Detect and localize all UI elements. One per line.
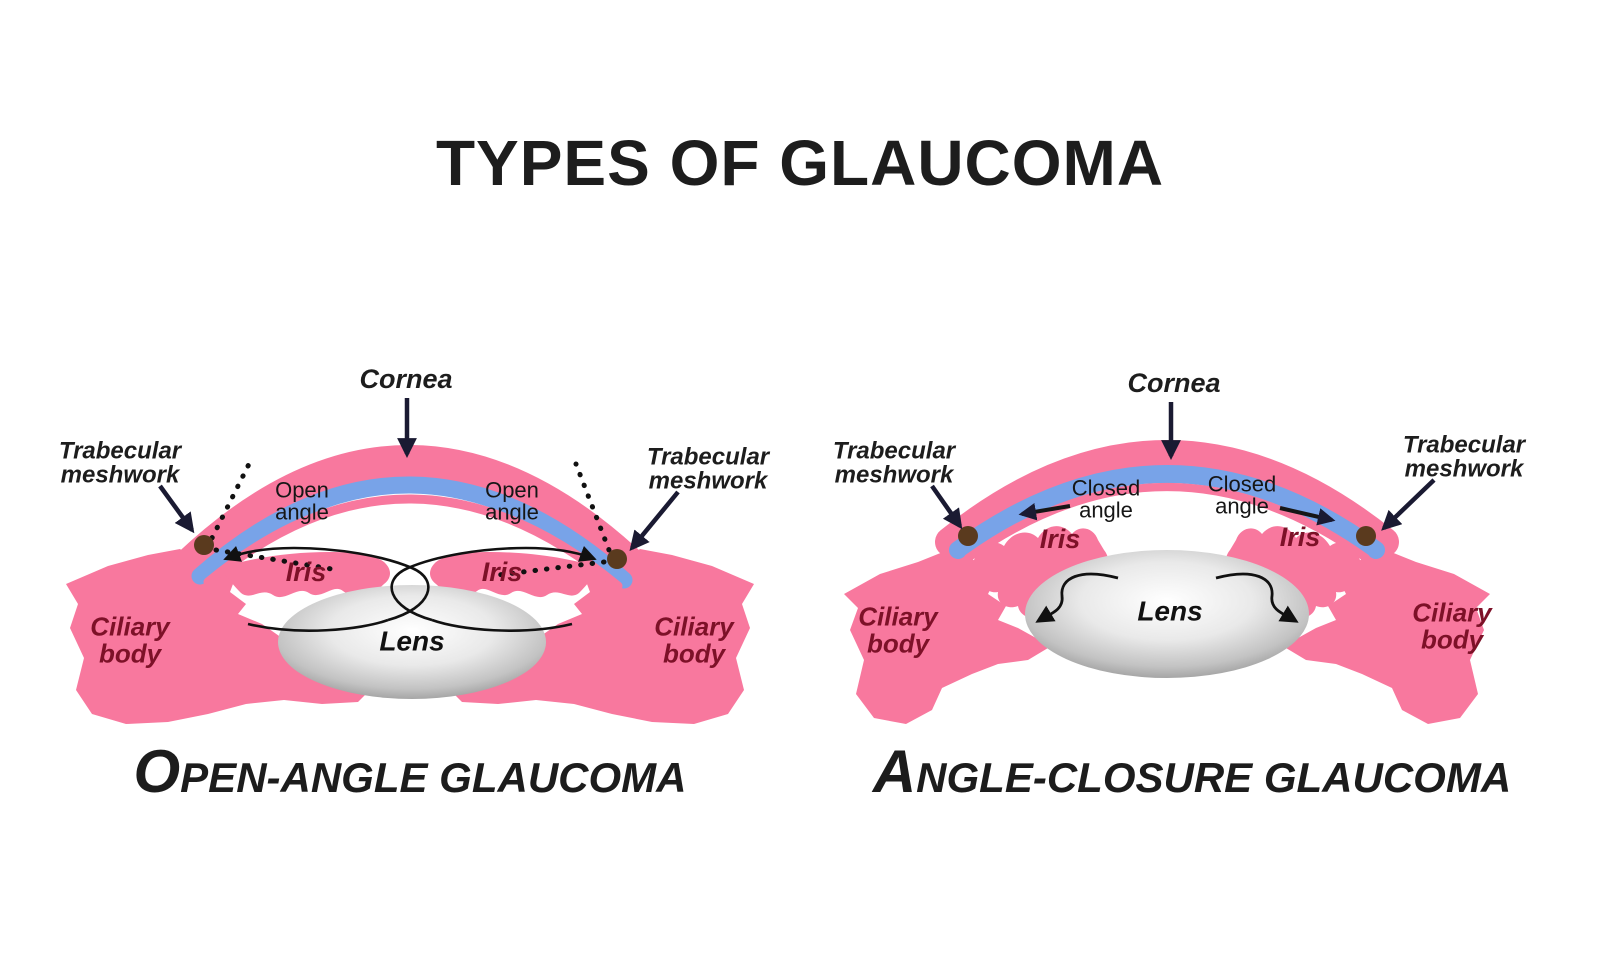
angle-closure-diagram: Cornea Trabecular meshwork Trabecular me… (822, 352, 1562, 752)
lens-label: Lens (1137, 595, 1203, 627)
cornea-inner-rim (964, 483, 1370, 562)
trabecular-meshwork-dot-right (1356, 526, 1376, 546)
trabecular-label-arrow-right (629, 490, 680, 552)
open-angle-dotted-line-left-upper (209, 459, 253, 541)
ciliary-body-label-right: Ciliary body (654, 611, 734, 668)
iris-right-shape (430, 552, 600, 598)
lens-shape (1025, 550, 1309, 678)
ciliary-body-left-shape (66, 542, 372, 724)
trabecular-label-arrow-right (1381, 478, 1436, 531)
ciliary-body-right-shape (1286, 544, 1490, 724)
open-angle-label-right: Open angle (485, 477, 539, 525)
open-angle-caption: OPEN-ANGLE GLAUCOMA (133, 738, 687, 805)
iris-left-shape (220, 552, 390, 598)
page-title: TYPES OF GLAUCOMA (435, 127, 1165, 199)
iris-label-left: Iris (285, 557, 327, 588)
open-angle-dotted-line-right-upper (573, 461, 612, 553)
lens-shape (278, 585, 546, 699)
trabecular-meshwork-label-left: Trabecular meshwork (58, 437, 182, 489)
trabecular-meshwork-label-right: Trabecular meshwork (646, 443, 770, 495)
closed-angle-label-right: Closed angle (1207, 471, 1277, 519)
ciliary-body-label-right: Ciliary body (1412, 597, 1492, 654)
ciliary-body-label-left: Ciliary body (858, 601, 938, 658)
trabecular-label-arrow-left (158, 484, 195, 534)
trabecular-label-arrow-left (930, 484, 963, 530)
angle-closure-diagram-graphic (844, 402, 1490, 724)
open-angle-diagram-graphic (66, 398, 754, 724)
open-angle-dotted-line-right-lower (487, 559, 607, 579)
iris-label-right: Iris (481, 557, 523, 588)
lens-label: Lens (379, 625, 445, 657)
ciliary-body-left-shape (844, 544, 1048, 724)
trabecular-meshwork-label-right: Trabecular meshwork (1402, 431, 1526, 483)
trabecular-meshwork-label-left: Trabecular meshwork (832, 437, 956, 489)
open-angle-diagram: Cornea Trabecular meshwork Trabecular me… (40, 352, 780, 752)
blocked-flow-arrow-right (1215, 572, 1299, 623)
trabecular-meshwork-dot-right (607, 549, 627, 569)
cornea-shape (172, 445, 652, 588)
trabecular-meshwork-dot-left (958, 526, 978, 546)
cornea-inner-blue-layer (191, 476, 633, 589)
iris-label-right: Iris (1279, 522, 1321, 553)
iris-label-left: Iris (1039, 524, 1081, 555)
cornea-inner-rim (203, 494, 623, 591)
blocked-flow-arrow-left (1035, 572, 1119, 623)
aqueous-flow-tail-left (247, 618, 389, 632)
closed-angle-label-left: Closed angle (1071, 475, 1141, 523)
cornea-label: Cornea (1127, 368, 1221, 399)
open-angle-label-left: Open angle (275, 477, 329, 525)
ciliary-body-label-left: Ciliary body (90, 611, 170, 668)
cornea-label: Cornea (359, 364, 453, 395)
aqueous-flow-arrow-left (223, 545, 430, 622)
angle-closure-caption: ANGLE-CLOSURE GLAUCOMA (872, 738, 1512, 805)
aqueous-flow-tail-right (431, 618, 573, 632)
ciliary-body-right-shape (448, 542, 754, 724)
aqueous-flow-arrow-right (390, 545, 597, 622)
trabecular-meshwork-dot-left (194, 535, 214, 555)
closed-angle-arrow-right (1279, 506, 1336, 526)
closed-angle-arrow-left (1018, 503, 1071, 521)
